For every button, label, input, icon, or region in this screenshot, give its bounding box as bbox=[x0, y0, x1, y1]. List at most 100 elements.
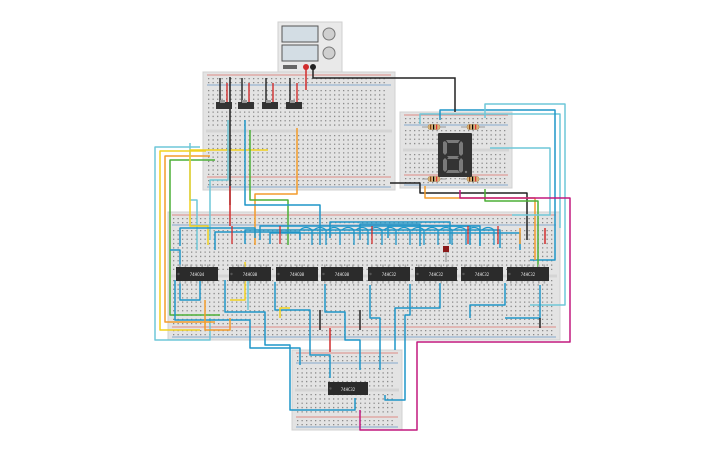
ic-chip-6[interactable]: 74HC32 bbox=[415, 264, 457, 284]
wire-blue-32[interactable] bbox=[369, 285, 381, 370]
ic-pin bbox=[265, 281, 268, 284]
wire-green-7[interactable] bbox=[249, 130, 289, 245]
wire-magenta-19[interactable] bbox=[359, 190, 571, 431]
ic-chip-7[interactable]: 74HC32 bbox=[461, 264, 503, 284]
slide-switch-1[interactable] bbox=[216, 100, 232, 109]
slide-switch-3[interactable] bbox=[262, 100, 278, 109]
current-knob[interactable] bbox=[322, 46, 336, 60]
resistor-2[interactable] bbox=[461, 124, 485, 130]
ic-chip-4[interactable]: 74HC08 bbox=[321, 264, 363, 284]
ic-chip-8[interactable]: 74HC32 bbox=[507, 264, 549, 284]
wire-blue-28[interactable] bbox=[174, 280, 301, 365]
wire-blue-31[interactable] bbox=[324, 284, 361, 370]
wire-blue-24[interactable] bbox=[259, 225, 471, 245]
slide-switch-4[interactable] bbox=[286, 100, 302, 109]
wire-orange-6[interactable] bbox=[254, 128, 298, 245]
slide-switch-lever[interactable] bbox=[290, 100, 295, 103]
ic-pin bbox=[195, 264, 198, 267]
voltage-knob[interactable] bbox=[322, 27, 336, 41]
slide-switch-lever[interactable] bbox=[242, 100, 247, 103]
wire-bus-3[interactable] bbox=[341, 226, 355, 246]
wire-light-blue-13[interactable] bbox=[419, 113, 561, 228]
ic-chip-body bbox=[176, 267, 218, 281]
resistor-3[interactable] bbox=[422, 176, 446, 182]
wire-bus-7[interactable] bbox=[397, 226, 411, 246]
ic-pin bbox=[340, 281, 343, 284]
wire-blue-21[interactable] bbox=[214, 231, 301, 250]
wire-bus-12[interactable] bbox=[467, 226, 481, 246]
decimal-point bbox=[464, 170, 468, 174]
wire-green-17[interactable] bbox=[484, 189, 539, 270]
resistor-band bbox=[469, 124, 471, 130]
wire-blue-33[interactable] bbox=[384, 284, 411, 401]
ic-pin bbox=[207, 281, 209, 284]
wire-blue-26[interactable] bbox=[359, 223, 421, 246]
ic-pin bbox=[475, 281, 477, 284]
wire-light-blue-18[interactable] bbox=[490, 147, 551, 216]
segment-f bbox=[443, 141, 447, 155]
slide-switch-lever[interactable] bbox=[266, 100, 271, 103]
resistor-4[interactable] bbox=[461, 176, 485, 182]
ic-pin bbox=[475, 264, 477, 267]
resistor-1[interactable] bbox=[422, 124, 446, 130]
wire-blue-8[interactable] bbox=[244, 120, 321, 245]
wire-orange-40[interactable] bbox=[204, 300, 231, 331]
wire-blue-29[interactable] bbox=[224, 280, 356, 411]
wire-orange-2[interactable] bbox=[164, 155, 215, 323]
ic-chip-5[interactable]: 74HC32 bbox=[368, 264, 410, 284]
wire-bus-0[interactable] bbox=[299, 226, 313, 246]
ic-pin bbox=[543, 264, 546, 267]
wire-bus-11[interactable] bbox=[453, 226, 467, 246]
wire-power-ground[interactable] bbox=[312, 67, 456, 112]
ic-chip-body bbox=[368, 267, 410, 281]
wire-blue-37[interactable] bbox=[170, 249, 201, 301]
wire-blue-34[interactable] bbox=[394, 283, 441, 350]
ic-chip-bottom[interactable]: 74HC32 bbox=[328, 382, 368, 395]
wire-yellow-5[interactable] bbox=[189, 149, 268, 245]
wire-bus-4[interactable] bbox=[355, 226, 369, 246]
power-switch[interactable] bbox=[283, 65, 297, 69]
slide-switch-lever[interactable] bbox=[220, 100, 225, 103]
breadboard-top-center-channel bbox=[206, 129, 392, 133]
ic-chip-body bbox=[461, 267, 503, 281]
ic-pin bbox=[352, 281, 354, 284]
slide-switch-body bbox=[238, 102, 254, 109]
wire-blue-30[interactable] bbox=[274, 282, 331, 378]
ic-pin bbox=[486, 264, 488, 267]
segment-g bbox=[447, 156, 459, 159]
ic-pin bbox=[284, 264, 287, 267]
wire-light-blue-9[interactable] bbox=[209, 120, 229, 240]
ic-pin bbox=[382, 264, 384, 267]
wire-bus-6[interactable] bbox=[383, 226, 397, 246]
wire-black-12[interactable] bbox=[390, 182, 528, 240]
wire-light-blue-15[interactable] bbox=[484, 103, 566, 306]
wire-bus-9[interactable] bbox=[425, 226, 439, 246]
wire-bus-1[interactable] bbox=[313, 226, 327, 246]
ic-chip-1[interactable]: 74HC04 bbox=[176, 264, 218, 284]
wire-blue-14[interactable] bbox=[439, 109, 556, 261]
slide-switch-2[interactable] bbox=[238, 100, 254, 109]
wire-blue-25[interactable] bbox=[329, 221, 451, 244]
seven-segment-display[interactable] bbox=[438, 133, 472, 177]
ic-pin bbox=[184, 281, 187, 284]
wire-green-3[interactable] bbox=[169, 159, 220, 316]
wire-bus-5[interactable] bbox=[369, 226, 383, 246]
wire-bus-10[interactable] bbox=[439, 226, 453, 246]
ic-chip-3[interactable]: 74HC08 bbox=[276, 264, 318, 284]
wire-yellow-39[interactable] bbox=[279, 307, 290, 318]
wire-bus-8[interactable] bbox=[411, 226, 425, 246]
wire-blue-20[interactable] bbox=[179, 227, 256, 246]
resistor-band bbox=[436, 124, 438, 130]
wire-light-blue-0[interactable] bbox=[154, 146, 211, 341]
wire-bus-13[interactable] bbox=[481, 226, 495, 246]
wire-blue-35[interactable] bbox=[469, 283, 506, 318]
wire-yellow-1[interactable] bbox=[159, 150, 206, 331]
ic-chip-2[interactable]: 74HC08 bbox=[229, 264, 271, 284]
wire-bus-2[interactable] bbox=[327, 226, 341, 246]
ic-chip-body bbox=[229, 267, 271, 281]
power-supply[interactable] bbox=[277, 21, 343, 73]
led-indicator[interactable] bbox=[443, 246, 449, 262]
wires[interactable] bbox=[154, 67, 571, 431]
